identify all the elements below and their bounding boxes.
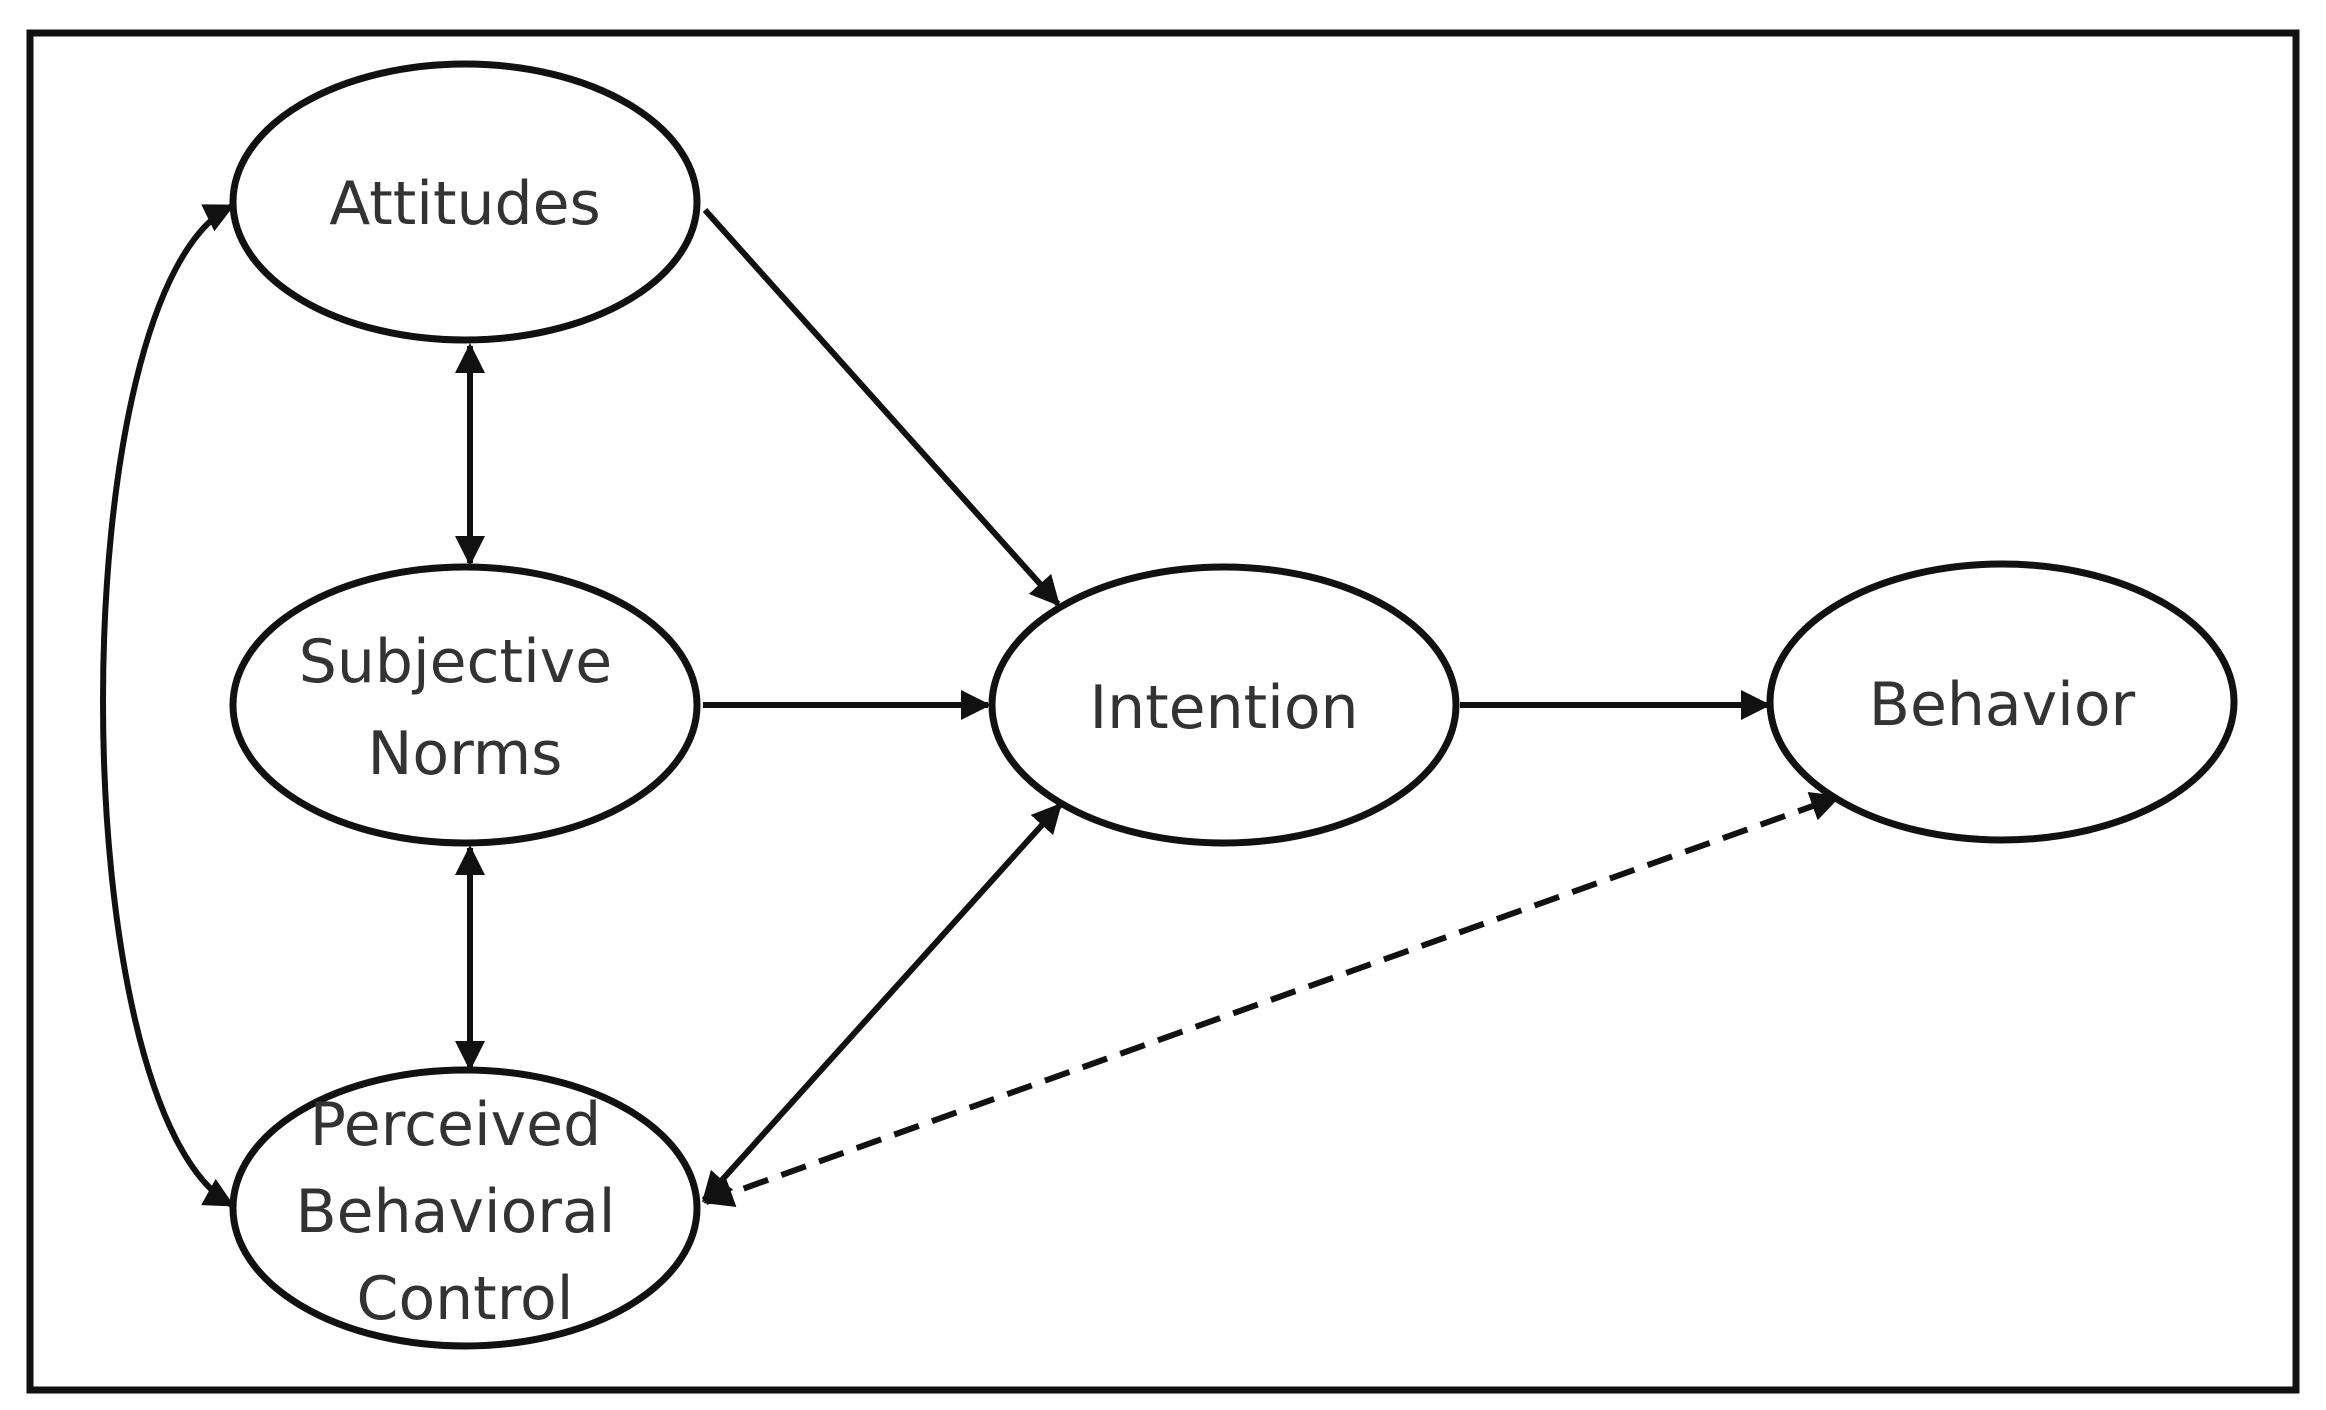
edge-attitudes-intention xyxy=(702,207,1061,607)
node-behavior: Behavior xyxy=(1766,560,2238,844)
node-subjective-norms-ellipse xyxy=(229,563,701,847)
edge-perceived-behavioral-control-behavior xyxy=(703,791,1841,1208)
edges xyxy=(100,203,1841,1208)
node-perceived-behavioral-control: Perceived Behavioral Control xyxy=(229,1066,701,1350)
node-attitudes-label: Attitudes xyxy=(329,169,601,239)
node-subjective-norms-label: Subjective Norms xyxy=(299,627,631,789)
node-perceived-behavioral-control-label-line-2: Behavioral xyxy=(296,1177,616,1247)
node-attitudes-ellipse xyxy=(229,60,701,344)
edge-perceived-behavioral-control-intention xyxy=(701,802,1063,1203)
node-perceived-behavioral-control-label: Perceived Behavioral Control xyxy=(296,1090,635,1334)
node-subjective-norms-label-line-2: Norms xyxy=(368,719,563,789)
node-behavior-ellipse xyxy=(1766,560,2238,844)
edge-attitudes-perceived-behavioral-control xyxy=(100,203,235,1208)
diagram-frame xyxy=(26,29,2300,1394)
node-intention-label: Intention xyxy=(1089,673,1358,743)
node-behavior-label: Behavior xyxy=(1869,670,2136,740)
node-intention: Intention xyxy=(988,563,1460,847)
node-intention-label-line-1: Intention xyxy=(1089,673,1358,743)
node-attitudes: Attitudes xyxy=(229,60,701,344)
node-intention-ellipse xyxy=(988,563,1460,847)
node-perceived-behavioral-control-ellipse xyxy=(229,1066,701,1350)
node-perceived-behavioral-control-label-line-1: Perceived xyxy=(310,1090,601,1160)
node-perceived-behavioral-control-label-line-3: Control xyxy=(357,1264,574,1334)
node-behavior-label-line-1: Behavior xyxy=(1869,670,2136,740)
node-subjective-norms-label-line-1: Subjective xyxy=(299,627,612,697)
node-subjective-norms: Subjective Norms xyxy=(229,563,701,847)
node-attitudes-label-line-1: Attitudes xyxy=(329,169,601,239)
